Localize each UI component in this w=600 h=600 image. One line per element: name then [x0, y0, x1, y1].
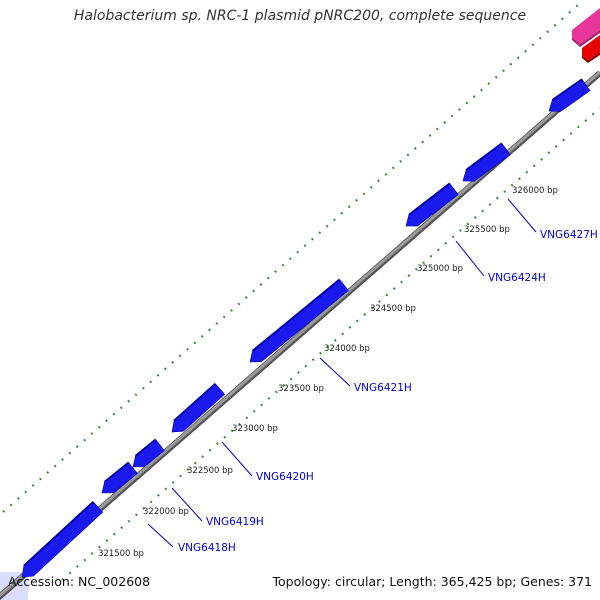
gene-label-text[interactable]: VNG6421H: [354, 382, 412, 394]
gene-arrow-shadow: [251, 278, 341, 352]
gene-label-text[interactable]: VNG6420H: [256, 471, 314, 483]
gene-arrow[interactable]: [249, 278, 349, 363]
gene-label-text[interactable]: VNG6424H: [488, 272, 546, 284]
gene-arrow-body[interactable]: [101, 462, 138, 494]
tick-label: 326000 bp: [512, 186, 558, 196]
gene-label-text[interactable]: VNG6419H: [206, 516, 264, 528]
gene-arrow-body[interactable]: [21, 501, 104, 578]
gene-label-connector: [507, 198, 537, 233]
outer-dotted-track: [2, 4, 579, 513]
inner-dotted-track: [61, 107, 600, 581]
gene-arrow[interactable]: [548, 78, 591, 112]
tick-label: 325500 bp: [464, 225, 510, 235]
tick-label: 324000 bp: [324, 344, 370, 354]
gene-arrow-body[interactable]: [132, 439, 165, 468]
gene-arrow[interactable]: [171, 383, 226, 433]
gene-label-connector: [221, 441, 253, 477]
gene-arrow-body[interactable]: [405, 183, 459, 227]
gene-label-connector: [171, 487, 203, 522]
gene-arrow[interactable]: [101, 461, 138, 494]
gene-arrow[interactable]: [405, 182, 459, 227]
red-feature: [582, 35, 600, 63]
gene-arrow-shadow: [134, 438, 157, 457]
gene-label[interactable]: VNG6418H: [147, 523, 236, 554]
gene-arrow-body[interactable]: [249, 279, 349, 363]
gene-label[interactable]: VNG6419H: [171, 487, 264, 528]
gene-arrow-body[interactable]: [548, 78, 591, 112]
gene-label-connector: [147, 523, 174, 548]
tick-label: 324500 bp: [370, 304, 416, 314]
gene-label[interactable]: VNG6421H: [319, 357, 412, 394]
gene-arrow-shadow: [408, 182, 451, 216]
gene-label[interactable]: VNG6427H: [507, 198, 598, 241]
gene-arrow[interactable]: [21, 501, 104, 578]
gene-arrow[interactable]: [132, 438, 165, 468]
gene-arrow-body[interactable]: [462, 142, 511, 182]
gene-label-text[interactable]: VNG6418H: [178, 542, 236, 554]
gene-arrow-shadow: [103, 461, 130, 483]
tick-labels: 321500 bp 322000 bp 322500 bp 323000 bp 3235…: [98, 186, 558, 559]
tick-label: 323000 bp: [232, 424, 278, 434]
gene-labels: VNG6418H VNG6419H VNG6420H VNG6421H VNG6424H…: [147, 198, 598, 554]
gene-arrow[interactable]: [462, 142, 511, 182]
gene-label[interactable]: VNG6420H: [221, 441, 314, 483]
tick-label: 323500 bp: [278, 384, 324, 394]
accession-text: Accession: NC_002608: [8, 574, 151, 589]
gene-arrow-shadow: [23, 501, 94, 567]
tick-label: 325000 bp: [417, 264, 463, 274]
tick-label: 322000 bp: [143, 507, 189, 517]
gene-track: [21, 78, 591, 578]
gene-arrow-shadow: [465, 142, 503, 171]
map-title: Halobacterium sp. NRC-1 plasmid pNRC200,…: [73, 8, 527, 24]
gene-label-text[interactable]: VNG6427H: [540, 229, 598, 241]
gene-arrow-shadow: [173, 383, 216, 422]
gene-label-connector: [319, 357, 351, 387]
summary-text: Topology: circular; Length: 365,425 bp; …: [272, 574, 593, 589]
gene-arrow-shadow: [551, 78, 583, 101]
tick-label: 322500 bp: [187, 466, 233, 476]
magenta-feature: [572, 8, 600, 47]
gene-label[interactable]: VNG6424H: [455, 240, 546, 284]
gene-label-connector: [455, 240, 485, 277]
tick-label: 321500 bp: [98, 549, 144, 559]
gene-arrow-body[interactable]: [171, 383, 226, 433]
